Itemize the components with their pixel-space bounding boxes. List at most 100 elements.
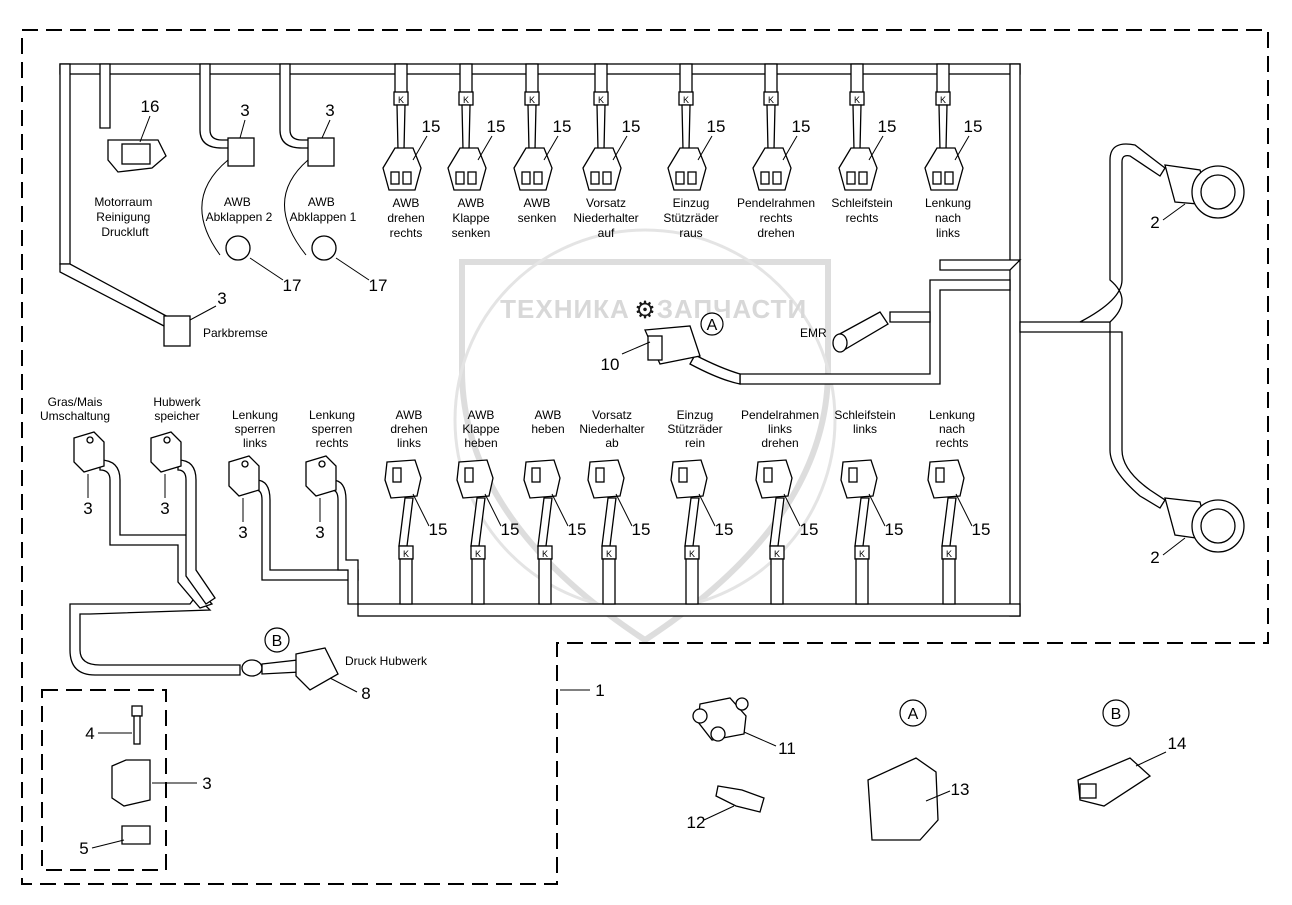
- valve-callout-lenkung-sperren-rechts: 3: [315, 523, 324, 542]
- callout-1: 1: [595, 681, 604, 700]
- ref-b-marker: [264, 627, 290, 653]
- bottom-callout-lenkung-nach-rechts: 15: [972, 520, 991, 539]
- ref-a-label: A: [707, 317, 718, 334]
- connector-tag: K: [403, 549, 409, 559]
- parkbremse-callout: 3: [217, 289, 226, 308]
- bottom-callout-schleifstein-links: 15: [885, 520, 904, 539]
- ref-a-marker: [700, 312, 724, 336]
- top-callout-einzug-stuetzraeder-raus: 15: [707, 117, 726, 136]
- valve-detail-box: 4 3 5: [41, 689, 212, 871]
- harness-kit-outline: [21, 29, 1269, 885]
- connector-tag: K: [463, 95, 469, 105]
- callout-13: 13: [951, 780, 970, 799]
- druck-hubwerk-sensor: B Druck Hubwerk 8: [241, 627, 428, 703]
- top-callout-lenkung-nach-links: 15: [964, 117, 983, 136]
- top-callout-awb-drehen-rechts: 15: [422, 117, 441, 136]
- top-callout-pendelrahmen-rechts-drehen: 15: [792, 117, 811, 136]
- watermark-text-right: ЗАПЧАСТИ: [657, 294, 808, 324]
- callout-5: 5: [79, 839, 88, 858]
- top-callout-vorsatz-niederhalter-auf: 15: [622, 117, 641, 136]
- round-plug-bottom: 2: [1150, 497, 1245, 567]
- main-connector-10: A 10: [601, 312, 724, 374]
- valve-callout-hubwerk-speicher: 3: [160, 499, 169, 518]
- connector-tag: K: [768, 95, 774, 105]
- t-connector-11: 11: [692, 697, 796, 758]
- plug-top-callout: 2: [1150, 213, 1159, 232]
- parkbremse-label: Parkbremse: [203, 326, 268, 340]
- druck-hubwerk-label: Druck Hubwerk: [345, 654, 428, 668]
- harness-trunk: [59, 63, 1166, 676]
- connector-tag: K: [689, 549, 695, 559]
- connector-tag: K: [940, 95, 946, 105]
- connector-tag: K: [774, 549, 780, 559]
- ref-b-label: B: [272, 633, 283, 650]
- fitting-12: 12: [687, 785, 765, 832]
- connector-tag: K: [854, 95, 860, 105]
- detail-a-cap-13: A 13: [867, 699, 970, 841]
- callout-10: 10: [601, 355, 620, 374]
- callout-11: 11: [778, 739, 796, 758]
- connector-tag: K: [398, 95, 404, 105]
- watermark-text-left: ТЕХНИКА: [500, 294, 630, 324]
- detail-a-label: A: [908, 706, 919, 723]
- harness-callout: 1: [560, 681, 605, 700]
- valve-callout-gras-mais-umschaltung: 3: [83, 499, 92, 518]
- bottom-callout-pendelrahmen-links-drehen: 15: [800, 520, 819, 539]
- connector-tag: K: [529, 95, 535, 105]
- motorraum-label: Motorraum Reinigung Druckluft: [94, 195, 155, 239]
- callout-4: 4: [85, 724, 94, 743]
- awb-abklappen-2-callout: 3: [240, 101, 249, 120]
- detail-a-marker: [899, 699, 927, 727]
- detail-b-sensor-14: B 14: [1077, 699, 1186, 807]
- round-plug-top: 2: [1150, 164, 1245, 232]
- awb-abklappen-2-valve: 3 AWB Abklappen 2 17: [199, 63, 302, 295]
- callout-3-detail: 3: [202, 774, 211, 793]
- bottom-callout-awb-drehen-links: 15: [429, 520, 448, 539]
- top-callout-awb-senken: 15: [553, 117, 572, 136]
- awb-abklappen-1-label: AWB Abklappen 1: [290, 195, 357, 224]
- connector-tag: K: [946, 549, 952, 559]
- callout-17-left: 17: [283, 276, 302, 295]
- awb-abklappen-1-valve: 3 AWB Abklappen 1 17: [279, 63, 388, 295]
- bottom-callout-awb-klappe-heben: 15: [501, 520, 520, 539]
- connector-tag: K: [542, 549, 548, 559]
- bottom-callout-vorsatz-niederhalter-ab: 15: [632, 520, 651, 539]
- emr-label: EMR: [800, 326, 827, 340]
- awb-abklappen-1-callout: 3: [325, 101, 334, 120]
- detail-b-marker: [1102, 699, 1130, 727]
- callout-17-right: 17: [369, 276, 388, 295]
- top-callout-schleifstein-rechts: 15: [878, 117, 897, 136]
- callout-12: 12: [687, 813, 706, 832]
- plug-bottom-callout: 2: [1150, 548, 1159, 567]
